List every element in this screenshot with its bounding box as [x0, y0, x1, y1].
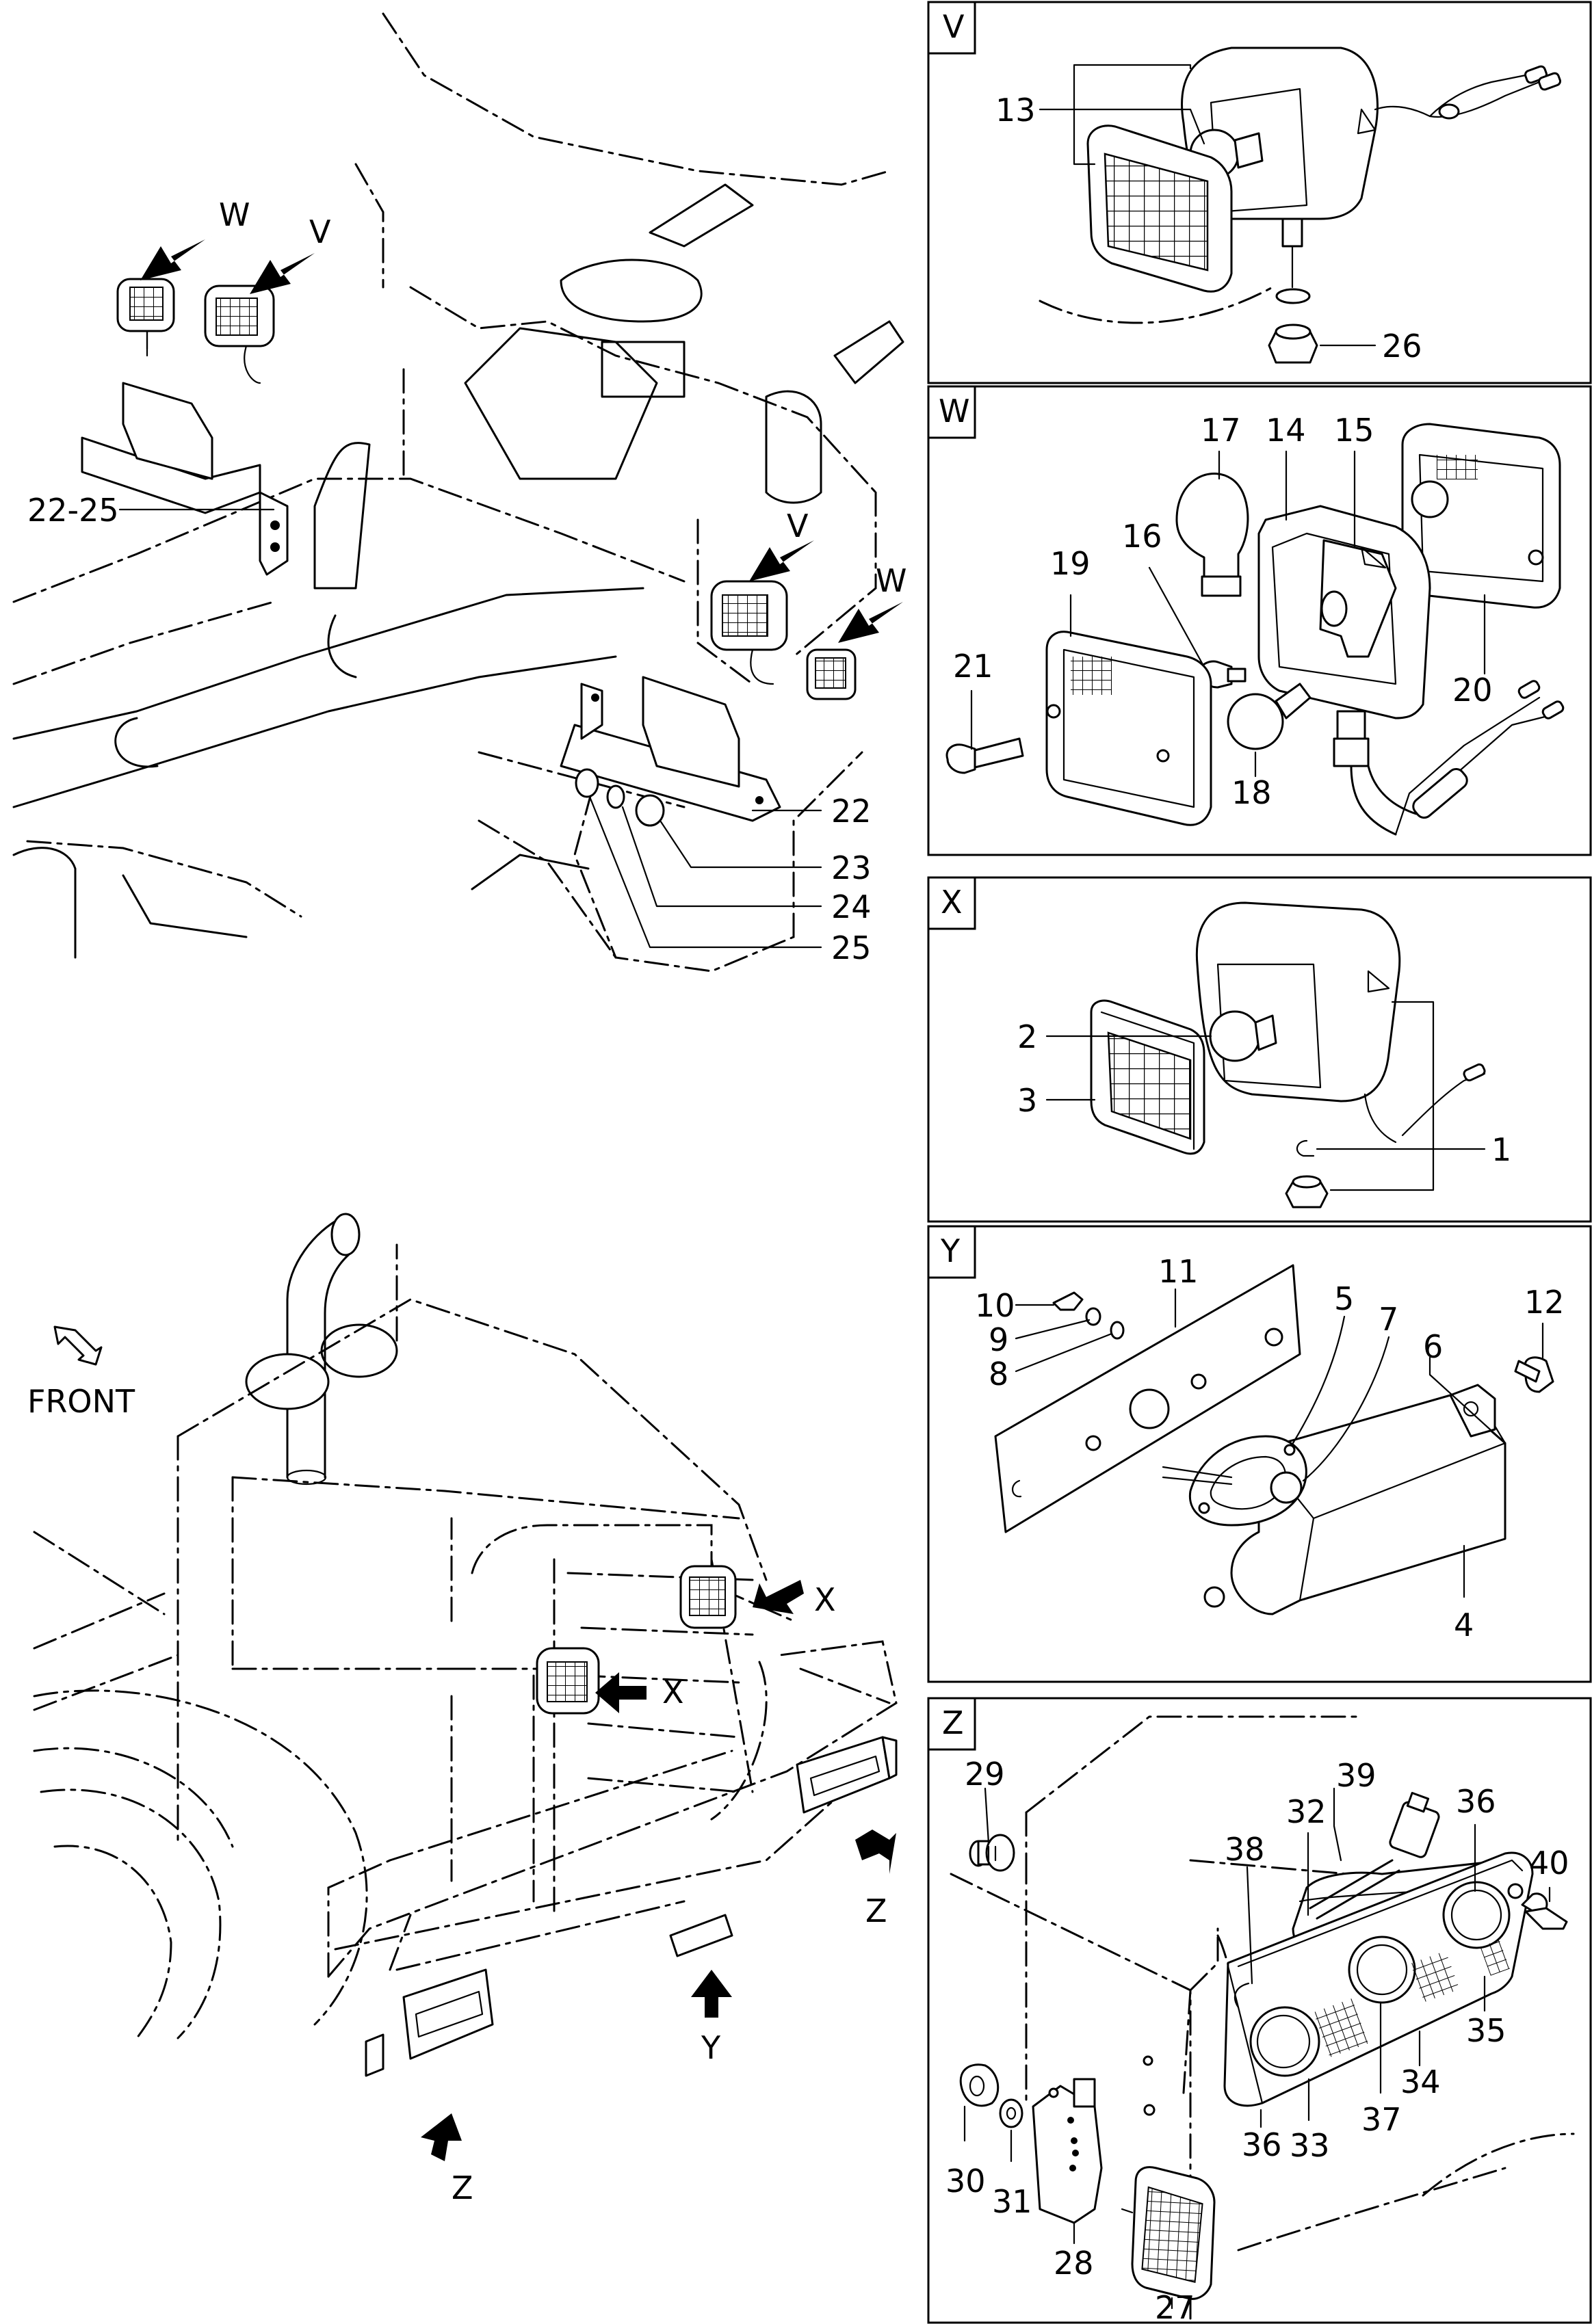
arrow-z-right: [855, 1830, 896, 1874]
callout-39: 39: [1336, 1757, 1376, 1794]
arrow-x-upper: [753, 1580, 804, 1614]
callout-26: 26: [1382, 328, 1422, 365]
callout-3: 3: [1017, 1082, 1037, 1119]
washer-25: [575, 768, 599, 798]
arrow-y: [691, 1970, 732, 2018]
arrow-x-lower: [595, 1672, 647, 1713]
callout-9: 9: [989, 1321, 1008, 1358]
callout-36: 36: [1456, 1783, 1496, 1820]
label-arrow-w: W: [876, 562, 906, 599]
panel-x-title: X: [941, 884, 963, 921]
callout-14: 14: [1266, 412, 1306, 449]
label-arrow-y: Y: [701, 2029, 721, 2066]
panel-v-title: V: [943, 8, 965, 45]
callout-8: 8: [989, 1356, 1008, 1392]
label-arrow-z: Z: [865, 1892, 887, 1929]
left-lamp-v: [204, 285, 275, 384]
callout-6: 6: [1423, 1328, 1443, 1365]
callout-10: 10: [975, 1287, 1015, 1324]
callout-34: 34: [1400, 2063, 1441, 2100]
callout-31: 31: [992, 2183, 1032, 2220]
label-arrow-x: X: [662, 1674, 684, 1711]
callout-35: 35: [1466, 2012, 1506, 2049]
label-arrow-x: X: [814, 1581, 836, 1618]
callout-2: 2: [1017, 1018, 1037, 1055]
callout-11: 11: [1158, 1253, 1199, 1290]
upper-main-view: W V V W 22-25 22 23 24 25: [12, 12, 910, 973]
callout-38: 38: [1225, 1831, 1265, 1868]
grille-lamp-x-left: [536, 1647, 600, 1715]
right-lamp-v: [710, 580, 788, 685]
arrow-w-upper-right: [838, 598, 910, 643]
callout-16: 16: [1122, 518, 1162, 555]
panel-w-title: W: [939, 393, 969, 430]
callout-4: 4: [1454, 1607, 1474, 1643]
callout-13: 13: [995, 92, 1036, 129]
panel-z: Z: [927, 1697, 1592, 2324]
right-lamp-w: [806, 648, 857, 700]
callout-22: 22: [831, 793, 872, 830]
callout-30: 30: [945, 2163, 986, 2200]
callout-25: 25: [831, 929, 872, 966]
callout-5: 5: [1334, 1280, 1354, 1317]
callout-40: 40: [1529, 1845, 1569, 1881]
nut-23: [635, 794, 665, 827]
callout-24: 24: [831, 888, 872, 925]
panel-v: V 13 26: [927, 1, 1592, 384]
front-direction-icon: [53, 1325, 103, 1366]
combination-lamp-right: [796, 1736, 898, 1814]
label-arrow-v: V: [787, 507, 809, 544]
callout-23: 23: [831, 849, 872, 886]
arrow-w-upper-left: [140, 236, 212, 280]
callout-1: 1: [1491, 1131, 1511, 1168]
callout-21: 21: [953, 648, 993, 685]
callout-12: 12: [1524, 1284, 1565, 1321]
label-arrow-w: W: [219, 196, 250, 233]
callout-15: 15: [1334, 412, 1374, 449]
panel-y: Y: [927, 1225, 1592, 1683]
right-lamp-bracket: [560, 676, 781, 822]
callout-37: 37: [1361, 2101, 1402, 2138]
callout-18: 18: [1231, 774, 1272, 811]
callout-32: 32: [1286, 1793, 1327, 1830]
grille-lamp-x-right: [679, 1565, 737, 1629]
panel-w: W: [927, 385, 1592, 856]
callout-33: 33: [1290, 2127, 1330, 2164]
callout-20: 20: [1452, 672, 1493, 709]
washer-24: [606, 784, 625, 809]
callout-7: 7: [1379, 1301, 1398, 1338]
left-lamp-w: [116, 278, 175, 357]
label-arrow-z: Z: [452, 2169, 473, 2206]
callout-28: 28: [1054, 2245, 1094, 2282]
left-lamp-bracket: [81, 382, 289, 576]
callout-22-25: 22-25: [27, 492, 119, 529]
panel-x: X 2 3 1: [927, 876, 1592, 1223]
arrow-v-upper-right: [749, 537, 821, 581]
arrow-v-upper-left: [250, 250, 322, 294]
arrow-z-left: [421, 2113, 462, 2161]
callout-29: 29: [965, 1756, 1005, 1793]
callout-27: 27: [1155, 2289, 1195, 2324]
license-lamp-bracket: [669, 1914, 733, 1957]
callout-19: 19: [1050, 545, 1091, 582]
front-label: FRONT: [27, 1383, 135, 1420]
lower-main-view: X X Z Y Z FRONT: [27, 1213, 898, 2206]
panel-y-title: Y: [940, 1232, 961, 1269]
callout-36: 36: [1242, 2126, 1282, 2163]
callout-17: 17: [1201, 412, 1241, 449]
label-arrow-v: V: [309, 213, 331, 250]
panel-z-title: Z: [942, 1704, 964, 1741]
combination-lamp-left: [365, 1968, 494, 2077]
